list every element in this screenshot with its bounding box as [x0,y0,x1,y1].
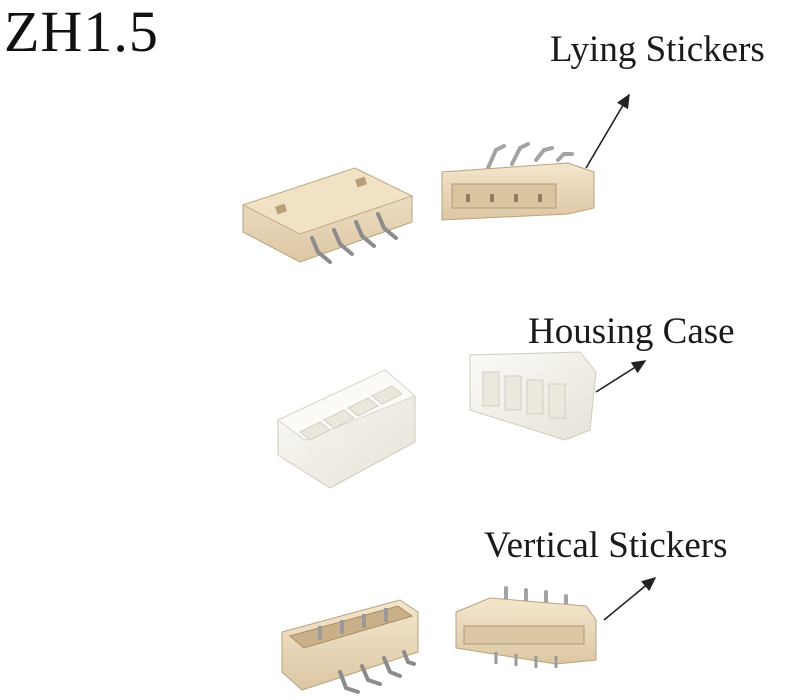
lying-stickers-label: Lying Stickers [550,29,765,70]
vertical-stickers-label: Vertical Stickers [484,525,728,566]
lying-arrow [585,93,630,169]
housing-arrow [595,360,647,393]
housing-case-right [469,351,597,441]
housing-case-label: Housing Case [528,311,735,352]
lying-connector-left [241,167,414,264]
product-title: ZH1.5 [4,0,159,64]
vertical-arrow [603,576,657,621]
vertical-connector-left [281,599,419,694]
housing-case-left [277,369,416,489]
lying-connector-right [441,142,595,221]
vertical-connector-right [455,586,597,668]
